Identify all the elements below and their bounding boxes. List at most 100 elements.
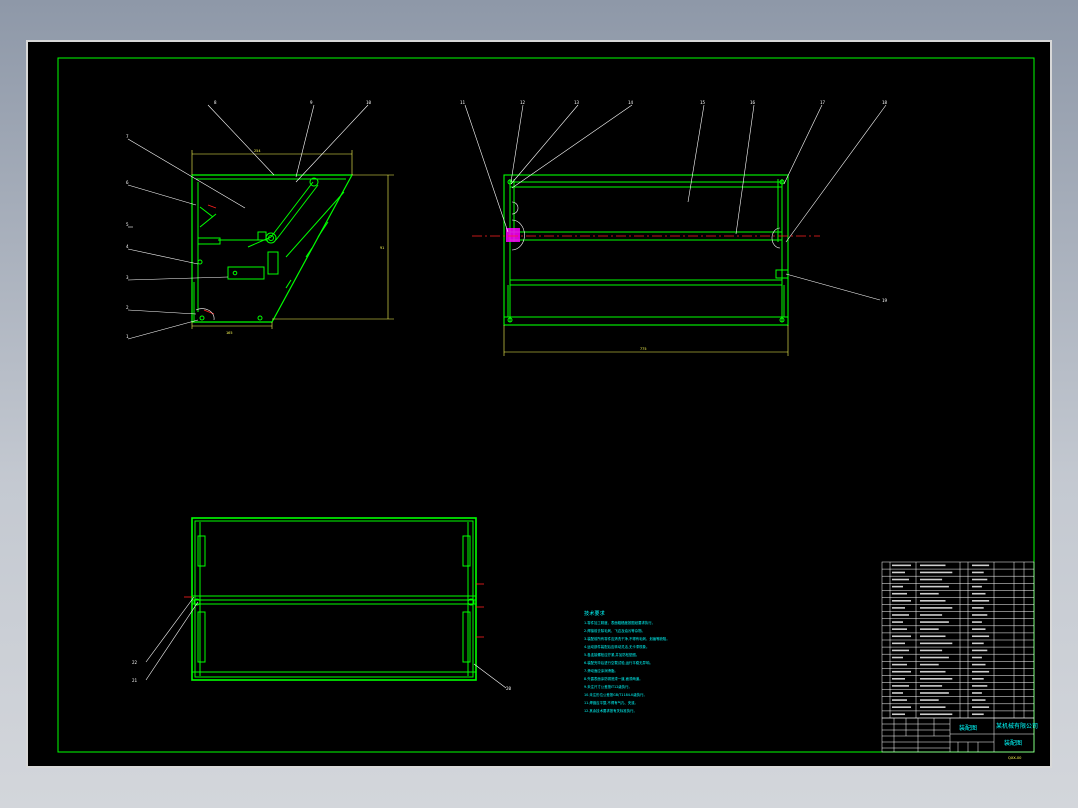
front-view-highlight <box>506 228 520 242</box>
bom-cell-mark <box>972 685 988 687</box>
side-view-leaders <box>127 104 369 340</box>
bom-cell-mark <box>920 592 939 595</box>
tech-req-item: 10.未注形位公差按GB/T1184-K级执行。 <box>584 692 647 697</box>
balloon-1: 1 <box>126 334 129 339</box>
bom-cell-mark <box>920 621 949 623</box>
balloon-6: 6 <box>126 180 129 185</box>
side-view <box>191 174 354 323</box>
bom-cell-mark <box>972 706 990 708</box>
bill-of-materials <box>881 561 1035 719</box>
bom-cell-mark <box>892 670 911 673</box>
balloon-10: 10 <box>366 100 372 105</box>
balloon-16: 16 <box>750 100 756 105</box>
front-view-dimensions <box>503 325 789 356</box>
tech-req-item: 7.滑动面应涂润滑脂。 <box>584 668 618 673</box>
bom-cell-mark <box>972 699 986 701</box>
balloon-9: 9 <box>310 100 313 105</box>
bom-cell-mark <box>920 678 953 680</box>
bom-row-marks <box>892 564 990 716</box>
balloon-5: 5 <box>126 222 129 227</box>
bom-cell-mark <box>972 571 984 574</box>
bom-cell-mark <box>972 585 982 588</box>
balloon-15: 15 <box>700 100 706 105</box>
tech-req-item: 3.装配前所有零件应清洗干净,不得有毛刺、划痕等缺陷。 <box>584 636 670 641</box>
bom-cell-mark <box>972 564 990 567</box>
bom-cell-mark <box>972 600 990 602</box>
bom-cell-mark <box>892 663 907 666</box>
tech-req-item: 1.零件加工精度、表面粗糙度按图纸要求执行。 <box>584 620 655 625</box>
bom-cell-mark <box>972 678 984 680</box>
balloon-14: 14 <box>628 100 634 105</box>
bom-cell-mark <box>892 564 911 567</box>
dim-front-width: 775 <box>640 347 647 351</box>
bom-cell-mark <box>920 614 943 616</box>
bom-cell-mark <box>972 578 988 581</box>
top-view-redmarks <box>184 583 484 638</box>
side-view-arc <box>195 308 215 321</box>
tech-req-item: 4.运动部件装配后应转动灵活,无卡滞现象。 <box>584 644 649 649</box>
bom-cell-mark <box>892 621 903 623</box>
bom-cell-mark <box>972 663 986 666</box>
bom-cell-mark <box>892 600 911 602</box>
balloon-12: 12 <box>520 100 526 105</box>
bom-cell-mark <box>972 713 984 716</box>
bom-cell-mark <box>920 585 949 588</box>
bom-cell-mark <box>892 699 907 701</box>
tech-req-item: 12.其余技术要求按有关标准执行。 <box>584 708 637 713</box>
bom-cell-mark <box>972 607 984 609</box>
bom-cell-mark <box>972 656 982 659</box>
title-drawing-no: QXX-00 <box>1008 756 1022 760</box>
balloon-4: 4 <box>126 244 129 249</box>
drawing-sheet: 254 165 91 8 9 10 7 6 5 4 3 2 1 <box>26 40 1052 768</box>
balloon-7: 7 <box>126 134 129 139</box>
dim-side-bottom: 165 <box>226 331 233 335</box>
bom-cell-mark <box>972 621 982 623</box>
balloon-21: 21 <box>132 678 138 683</box>
bom-cell-mark <box>892 614 909 616</box>
title-company: 某机械有限公司 <box>996 722 1038 730</box>
top-view <box>191 517 477 681</box>
bom-cell-mark <box>920 663 939 666</box>
bom-cell-mark <box>920 578 943 581</box>
balloon-22: 22 <box>132 660 138 665</box>
balloon-20: 20 <box>506 686 512 691</box>
bom-cell-mark <box>920 699 939 701</box>
side-view-dimensions <box>191 150 394 329</box>
technical-requirements: 技术要求 1.零件加工精度、表面粗糙度按图纸要求执行。 2.焊接前去除毛刺、飞边… <box>584 609 670 713</box>
bom-cell-mark <box>920 564 946 567</box>
balloon-11: 11 <box>460 100 466 105</box>
bom-cell-mark <box>920 713 953 716</box>
tech-req-item: 8.外露表面涂防锈底漆一道,面漆两道。 <box>584 676 643 681</box>
bom-cell-mark <box>892 685 909 687</box>
title-assembly-name: 装配图 <box>959 724 977 732</box>
bom-cell-mark <box>920 600 946 602</box>
bom-cell-mark <box>892 706 911 708</box>
bom-cell-mark <box>920 571 953 574</box>
balloon-19: 19 <box>882 298 888 303</box>
tech-req-item: 9.未注尺寸公差按IT12级执行。 <box>584 684 632 689</box>
front-view-leaders <box>464 104 887 301</box>
title-block <box>881 717 1035 753</box>
side-view-redmarks <box>203 204 217 315</box>
balloon-13: 13 <box>574 100 580 105</box>
bom-cell-mark <box>920 642 953 645</box>
bom-cell-mark <box>892 649 909 652</box>
tech-req-item: 2.焊接前去除毛刺、飞边及油污等杂物。 <box>584 628 645 633</box>
balloon-3: 3 <box>126 275 129 280</box>
cad-drawing: 254 165 91 8 9 10 7 6 5 4 3 2 1 <box>57 57 1038 760</box>
bom-cell-mark <box>892 635 911 638</box>
bom-cell-mark <box>972 642 984 645</box>
inner-frame <box>57 57 1035 753</box>
bom-cell-mark <box>892 678 905 680</box>
bom-cell-mark <box>920 628 939 630</box>
bom-cell-mark <box>892 642 905 645</box>
bom-cell-mark <box>920 656 949 659</box>
bom-cell-mark <box>892 607 905 609</box>
bom-cell-mark <box>892 578 909 581</box>
tech-req-item: 6.装配完毕后进行空载试验,运行平稳无异响。 <box>584 660 653 665</box>
balloon-8: 8 <box>214 100 217 105</box>
front-view <box>503 174 789 326</box>
dim-side-top: 254 <box>254 149 261 153</box>
tech-req-item: 5.各连接螺栓应拧紧,并加防松垫圈。 <box>584 652 639 657</box>
bom-cell-mark <box>892 585 903 588</box>
